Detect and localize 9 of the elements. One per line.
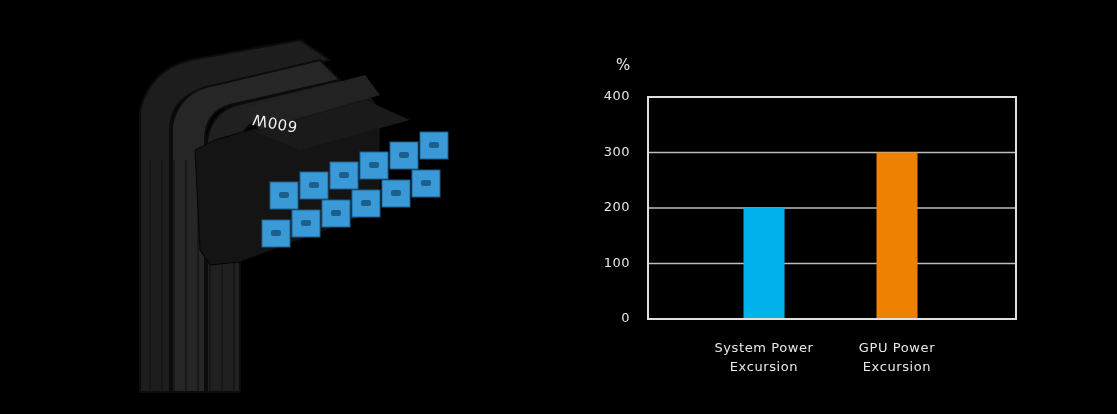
category-label: GPU Power Excursion — [857, 339, 937, 376]
tick-label: 400 — [602, 88, 630, 103]
tick-label: 300 — [602, 143, 630, 159]
tick-label: 100 — [602, 254, 630, 270]
axis-label: % — [616, 56, 631, 74]
tick-label: 200 — [602, 199, 630, 214]
category-label: System Power Excursion — [713, 339, 815, 376]
rating-label: 600W — [250, 110, 299, 136]
tick-label: 0 — [620, 310, 630, 325]
